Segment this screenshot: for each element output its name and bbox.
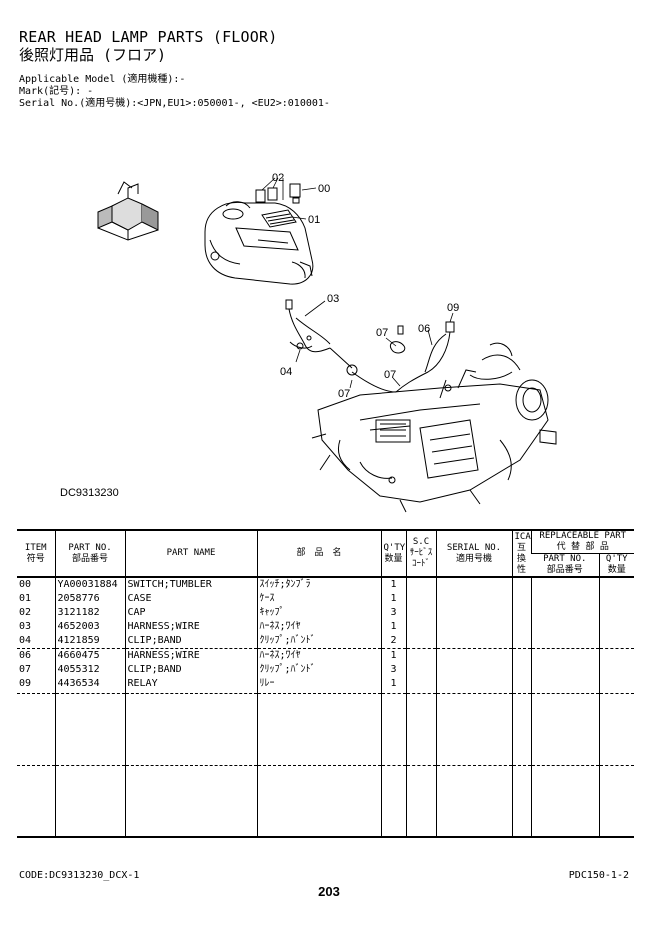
harness-03 bbox=[285, 299, 358, 376]
table-row: 06 4660475 HARNESS;WIRE ﾊｰﾈｽ;ﾜｲﾔ 1 bbox=[17, 648, 635, 663]
console-case bbox=[204, 201, 314, 285]
table-row-empty bbox=[17, 691, 635, 694]
page-number: 203 bbox=[318, 884, 340, 899]
diagram-code: DC9313230 bbox=[60, 487, 119, 499]
mark: Mark(記号): - bbox=[19, 86, 94, 97]
table-row: 00 YA00031884 SWITCH;TUMBLER ｽｲｯﾁ;ﾀﾝﾌﾞﾗ … bbox=[17, 577, 635, 592]
callout-07a: 07 bbox=[376, 327, 388, 339]
col-part-name: PART NAME bbox=[124, 529, 257, 578]
callout-02: 02 bbox=[272, 172, 284, 184]
exploded-parts-diagram: 02 00 01 03 09 06 07 04 07 07 bbox=[97, 172, 557, 513]
col-repl-part-no: PART NO.部品番号 bbox=[531, 553, 599, 578]
floor-frame-assembly bbox=[311, 342, 557, 513]
callout-09: 09 bbox=[447, 302, 459, 314]
harness-06 bbox=[351, 321, 455, 393]
callout-00: 00 bbox=[318, 183, 330, 195]
table-row: 04 4121859 CLIP;BAND ｸﾘｯﾌﾟ;ﾊﾞﾝﾄﾞ 2 bbox=[17, 634, 635, 649]
callout-07c: 07 bbox=[338, 388, 350, 400]
table-row: 09 4436534 RELAY ﾘﾚｰ 1 bbox=[17, 677, 635, 691]
table-row: 03 4652003 HARNESS;WIRE ﾊｰﾈｽ;ﾜｲﾔ 1 bbox=[17, 620, 635, 634]
applicability-info: Applicable Model (適用機種):- Mark(記号): - Se… bbox=[19, 74, 330, 110]
page-subtitle-jp: 後照灯用品 (フロア) bbox=[19, 46, 167, 64]
serial-range: Serial No.(適用号機):<JPN,EU1>:050001-, <EU2… bbox=[19, 98, 330, 109]
callout-07b: 07 bbox=[384, 369, 396, 381]
table-row-empty bbox=[17, 693, 635, 766]
callout-04: 04 bbox=[280, 366, 292, 378]
footer-code: CODE:DC9313230_DCX-1 bbox=[19, 870, 140, 881]
callout-03: 03 bbox=[327, 293, 339, 305]
page-header: REAR HEAD LAMP PARTS (FLOOR) 後照灯用品 (フロア) bbox=[19, 28, 277, 65]
tumbler-switches bbox=[255, 183, 301, 204]
switch-panel bbox=[261, 209, 297, 228]
callout-06: 06 bbox=[418, 323, 430, 335]
table-row: 02 3121182 CAP ｷｬｯﾌﾟ 3 bbox=[17, 606, 635, 620]
applicable-model: Applicable Model (適用機種):- bbox=[19, 74, 186, 85]
leader-lines bbox=[261, 177, 454, 389]
table-row: 01 2058776 CASE ｹｰｽ 1 bbox=[17, 592, 635, 606]
orientation-icon bbox=[97, 181, 159, 241]
col-part-name-jp: 部 品 名 bbox=[256, 529, 381, 578]
table-row: 07 4055312 CLIP;BAND ｸﾘｯﾌﾟ;ﾊﾞﾝﾄﾞ 3 bbox=[17, 663, 635, 677]
callout-01: 01 bbox=[308, 214, 320, 226]
footer-reference: PDC150-1-2 bbox=[568, 870, 629, 881]
table-row-empty bbox=[17, 765, 635, 838]
callout-labels: 02 00 01 03 09 06 07 04 07 07 bbox=[272, 172, 459, 400]
page-title: REAR HEAD LAMP PARTS (FLOOR) bbox=[19, 28, 278, 46]
col-serial: SERIAL NO.適用号機 bbox=[435, 529, 512, 578]
col-part-no: PART NO.部品番号 bbox=[54, 529, 125, 578]
